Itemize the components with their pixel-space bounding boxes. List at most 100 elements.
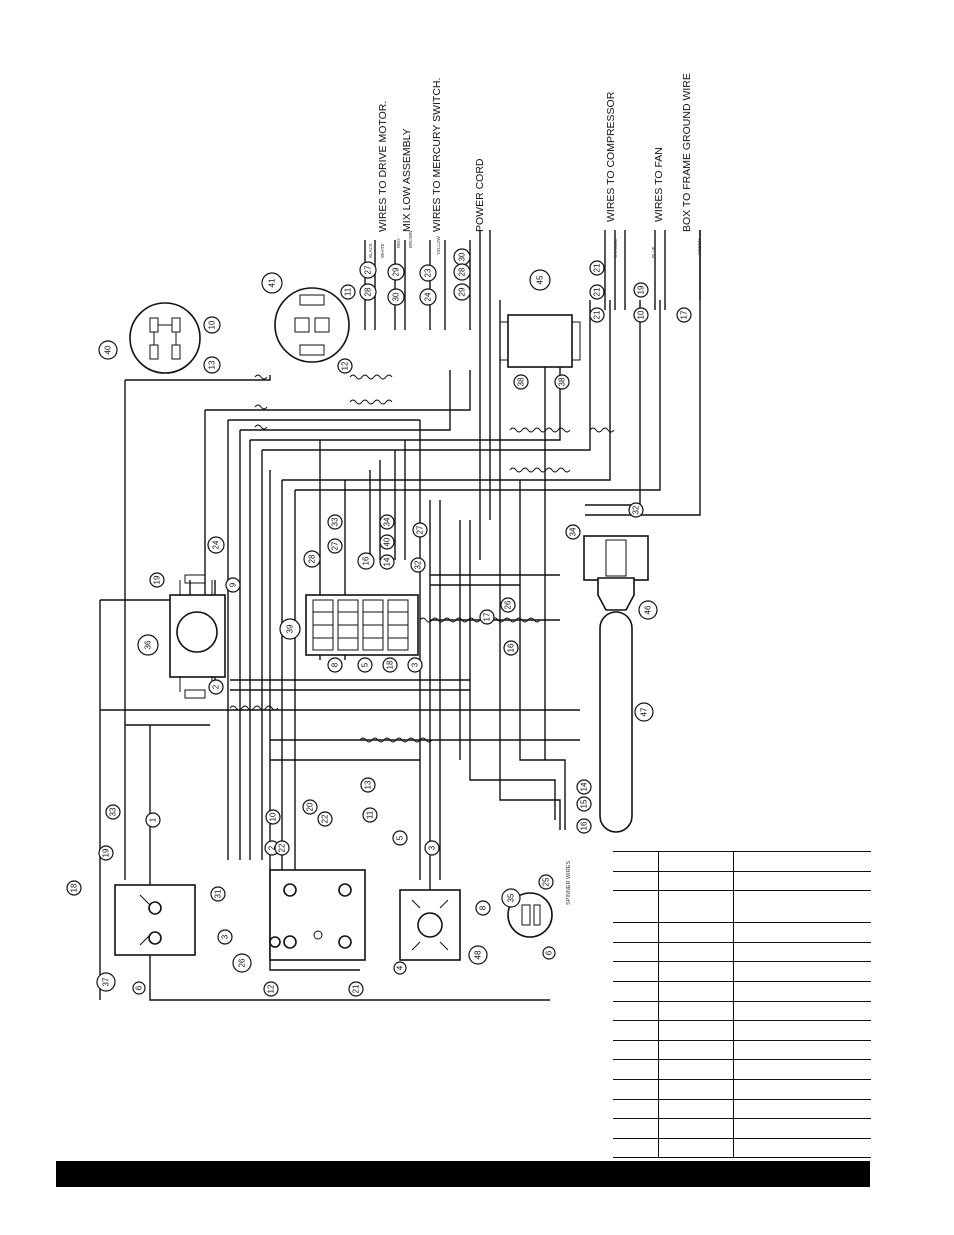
callout-37: 37	[96, 972, 116, 992]
svg-text:28: 28	[458, 267, 467, 276]
legend-row	[613, 942, 871, 963]
legend-row	[613, 1099, 871, 1120]
callout-11a: 11	[340, 284, 356, 300]
svg-text:10: 10	[637, 310, 646, 319]
svg-text:2: 2	[268, 845, 277, 850]
svg-text:5: 5	[396, 835, 405, 840]
callout-27c: 27	[412, 522, 428, 538]
legend-cell	[613, 890, 658, 924]
callout-12a: 12	[337, 358, 353, 374]
legend-cell	[657, 942, 733, 963]
callout-38b: 38	[554, 374, 570, 390]
control-26	[269, 869, 366, 961]
callout-47: 47	[634, 702, 654, 722]
svg-text:30: 30	[392, 292, 401, 301]
svg-text:40: 40	[104, 345, 113, 354]
legend-row	[613, 1138, 871, 1159]
callout-28b: 28	[453, 263, 471, 281]
wire-label-yellow: YELLOW	[436, 235, 441, 255]
legend-cell	[613, 1138, 658, 1159]
callout-2a: 2	[208, 679, 224, 695]
svg-text:3: 3	[411, 662, 420, 667]
probe-46-47	[583, 535, 649, 833]
svg-text:24: 24	[424, 292, 433, 301]
callout-13b: 13	[360, 777, 376, 793]
callout-21a: 21	[589, 260, 605, 276]
callout-10: 10	[203, 316, 221, 334]
legend-cell	[657, 961, 733, 982]
svg-text:24: 24	[212, 540, 221, 549]
svg-text:30: 30	[458, 252, 467, 261]
svg-text:27: 27	[364, 265, 373, 274]
legend-row	[613, 1020, 871, 1041]
callout-22: 22	[317, 811, 333, 827]
legend-cell	[613, 1099, 658, 1120]
wire-label-brown: BROWN	[408, 231, 413, 248]
legend-cell	[732, 1099, 871, 1120]
svg-text:13: 13	[364, 780, 373, 789]
legend-cell	[657, 1099, 733, 1120]
motor-plug-41	[274, 287, 350, 363]
svg-text:35: 35	[507, 893, 516, 902]
callout-29b: 29	[453, 283, 471, 301]
label-power-cord: POWER CORD	[474, 158, 486, 232]
callout-46: 46	[638, 600, 658, 620]
legend-row	[613, 961, 871, 982]
label-drive-motor: WIRES TO DRIVE MOTOR.	[377, 101, 389, 232]
legend-cell	[732, 942, 871, 963]
svg-text:19: 19	[153, 575, 162, 584]
legend-cell	[732, 922, 871, 943]
svg-text:11: 11	[366, 810, 375, 819]
label-compressor: WIRES TO COMPRESSOR	[605, 91, 617, 222]
callout-38a: 38	[513, 374, 529, 390]
legend-cell	[613, 981, 658, 1002]
svg-text:27: 27	[331, 541, 340, 550]
callout-34a: 34	[379, 514, 395, 530]
callout-27a: 27	[359, 261, 377, 279]
svg-text:46: 46	[644, 605, 653, 614]
callout-3a: 3	[407, 657, 423, 673]
svg-text:29: 29	[392, 267, 401, 276]
legend-cell	[732, 1138, 871, 1159]
label-mercury-switch: WIRES TO MERCURY SWITCH.	[431, 78, 443, 232]
callout-29a: 29	[387, 263, 405, 281]
svg-text:16: 16	[507, 643, 516, 652]
callout-15: 15	[576, 796, 592, 812]
label-fan: WIRES TO FAN	[653, 147, 665, 222]
callout-3b: 3	[217, 929, 233, 945]
legend-cell	[657, 1118, 733, 1139]
legend-cell	[613, 1079, 658, 1100]
legend-cell	[657, 1138, 733, 1159]
callout-30a: 30	[387, 288, 405, 306]
svg-text:38: 38	[517, 377, 526, 386]
legend-cell	[657, 1079, 733, 1100]
svg-text:36: 36	[144, 640, 153, 649]
svg-text:41: 41	[268, 278, 277, 287]
svg-text:22: 22	[321, 814, 330, 823]
wire-label-black: BLACK	[368, 243, 373, 258]
svg-text:40: 40	[383, 537, 392, 546]
wire-color-labels: BLACK WHITE RED BROWN YELLOW ORANGE GREE…	[368, 231, 702, 258]
svg-text:6: 6	[135, 985, 144, 990]
svg-text:10: 10	[208, 320, 217, 329]
legend-row	[613, 1001, 871, 1022]
callout-33: 33	[327, 514, 343, 530]
legend-cell	[657, 922, 733, 943]
callout-39: 39	[279, 618, 301, 640]
callout-28c: 28	[303, 550, 321, 568]
legend-cell	[657, 871, 733, 892]
legend-cell	[732, 961, 871, 982]
legend-table	[613, 851, 871, 1159]
legend-cell	[613, 871, 658, 892]
legend-row	[613, 1118, 871, 1139]
legend-cell	[732, 1118, 871, 1139]
callout-24b: 24	[207, 536, 225, 554]
capacitor-45	[499, 314, 581, 368]
svg-text:37: 37	[102, 977, 111, 986]
callout-24a: 24	[419, 288, 437, 306]
callout-40: 40	[98, 340, 118, 360]
svg-text:12: 12	[267, 984, 276, 993]
legend-cell	[657, 1020, 733, 1041]
callout-8b: 8	[475, 900, 491, 916]
